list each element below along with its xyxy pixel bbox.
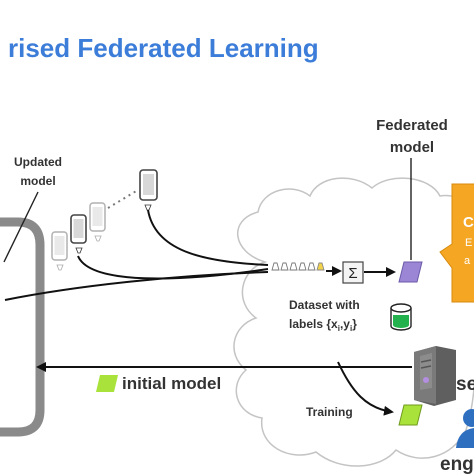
callout-box [439, 183, 474, 303]
phone-icon [89, 202, 106, 242]
database-icon [390, 303, 412, 331]
person-icon [456, 409, 474, 448]
sum-symbol: Σ [348, 265, 357, 282]
training-label: Training [306, 405, 353, 419]
diagram-title: rised Federated Learning [8, 33, 319, 63]
callout-text-1: C [463, 214, 474, 231]
training-curve [337, 361, 394, 416]
dataset-comma-y: ,y [340, 317, 350, 331]
model-queue [271, 262, 325, 271]
federated-model-shape [398, 261, 423, 283]
aggregation-box [342, 261, 364, 284]
initial-model-shape [96, 375, 118, 392]
dataset-close-brace: } [352, 317, 357, 331]
updated-model-curve [4, 271, 269, 301]
server-icon [414, 346, 456, 406]
updated-model-pointer [3, 191, 39, 263]
device-frame [0, 217, 45, 437]
dataset-subscript-i2: i [350, 324, 352, 333]
dataset-label-prefix: labels {x [289, 317, 338, 331]
dataset-subscript-i: i [338, 324, 340, 333]
initial-model-label: initial model [122, 374, 221, 393]
federated-model-label-line1: Federated [376, 117, 448, 134]
callout-text-2: E [465, 237, 472, 249]
federated-model-label-line2: model [390, 139, 434, 156]
engineer-label: eng [440, 454, 474, 474]
phone-upload-curve [77, 255, 269, 280]
phone-icon [70, 214, 87, 254]
phone-icon [139, 169, 158, 211]
phone-upload-curve [147, 209, 269, 266]
phone-icon [51, 231, 68, 271]
callout-text-3: a [464, 255, 471, 267]
updated-model-label-line1: Updated [14, 155, 62, 169]
dataset-label-line2: labels {xi,yi} [289, 317, 357, 333]
trained-model-shape [398, 404, 423, 426]
dataset-label-line1: Dataset with [289, 298, 360, 312]
server-label: se [456, 374, 474, 395]
updated-model-label-line2: model [20, 174, 55, 188]
phone-dots [107, 189, 139, 209]
